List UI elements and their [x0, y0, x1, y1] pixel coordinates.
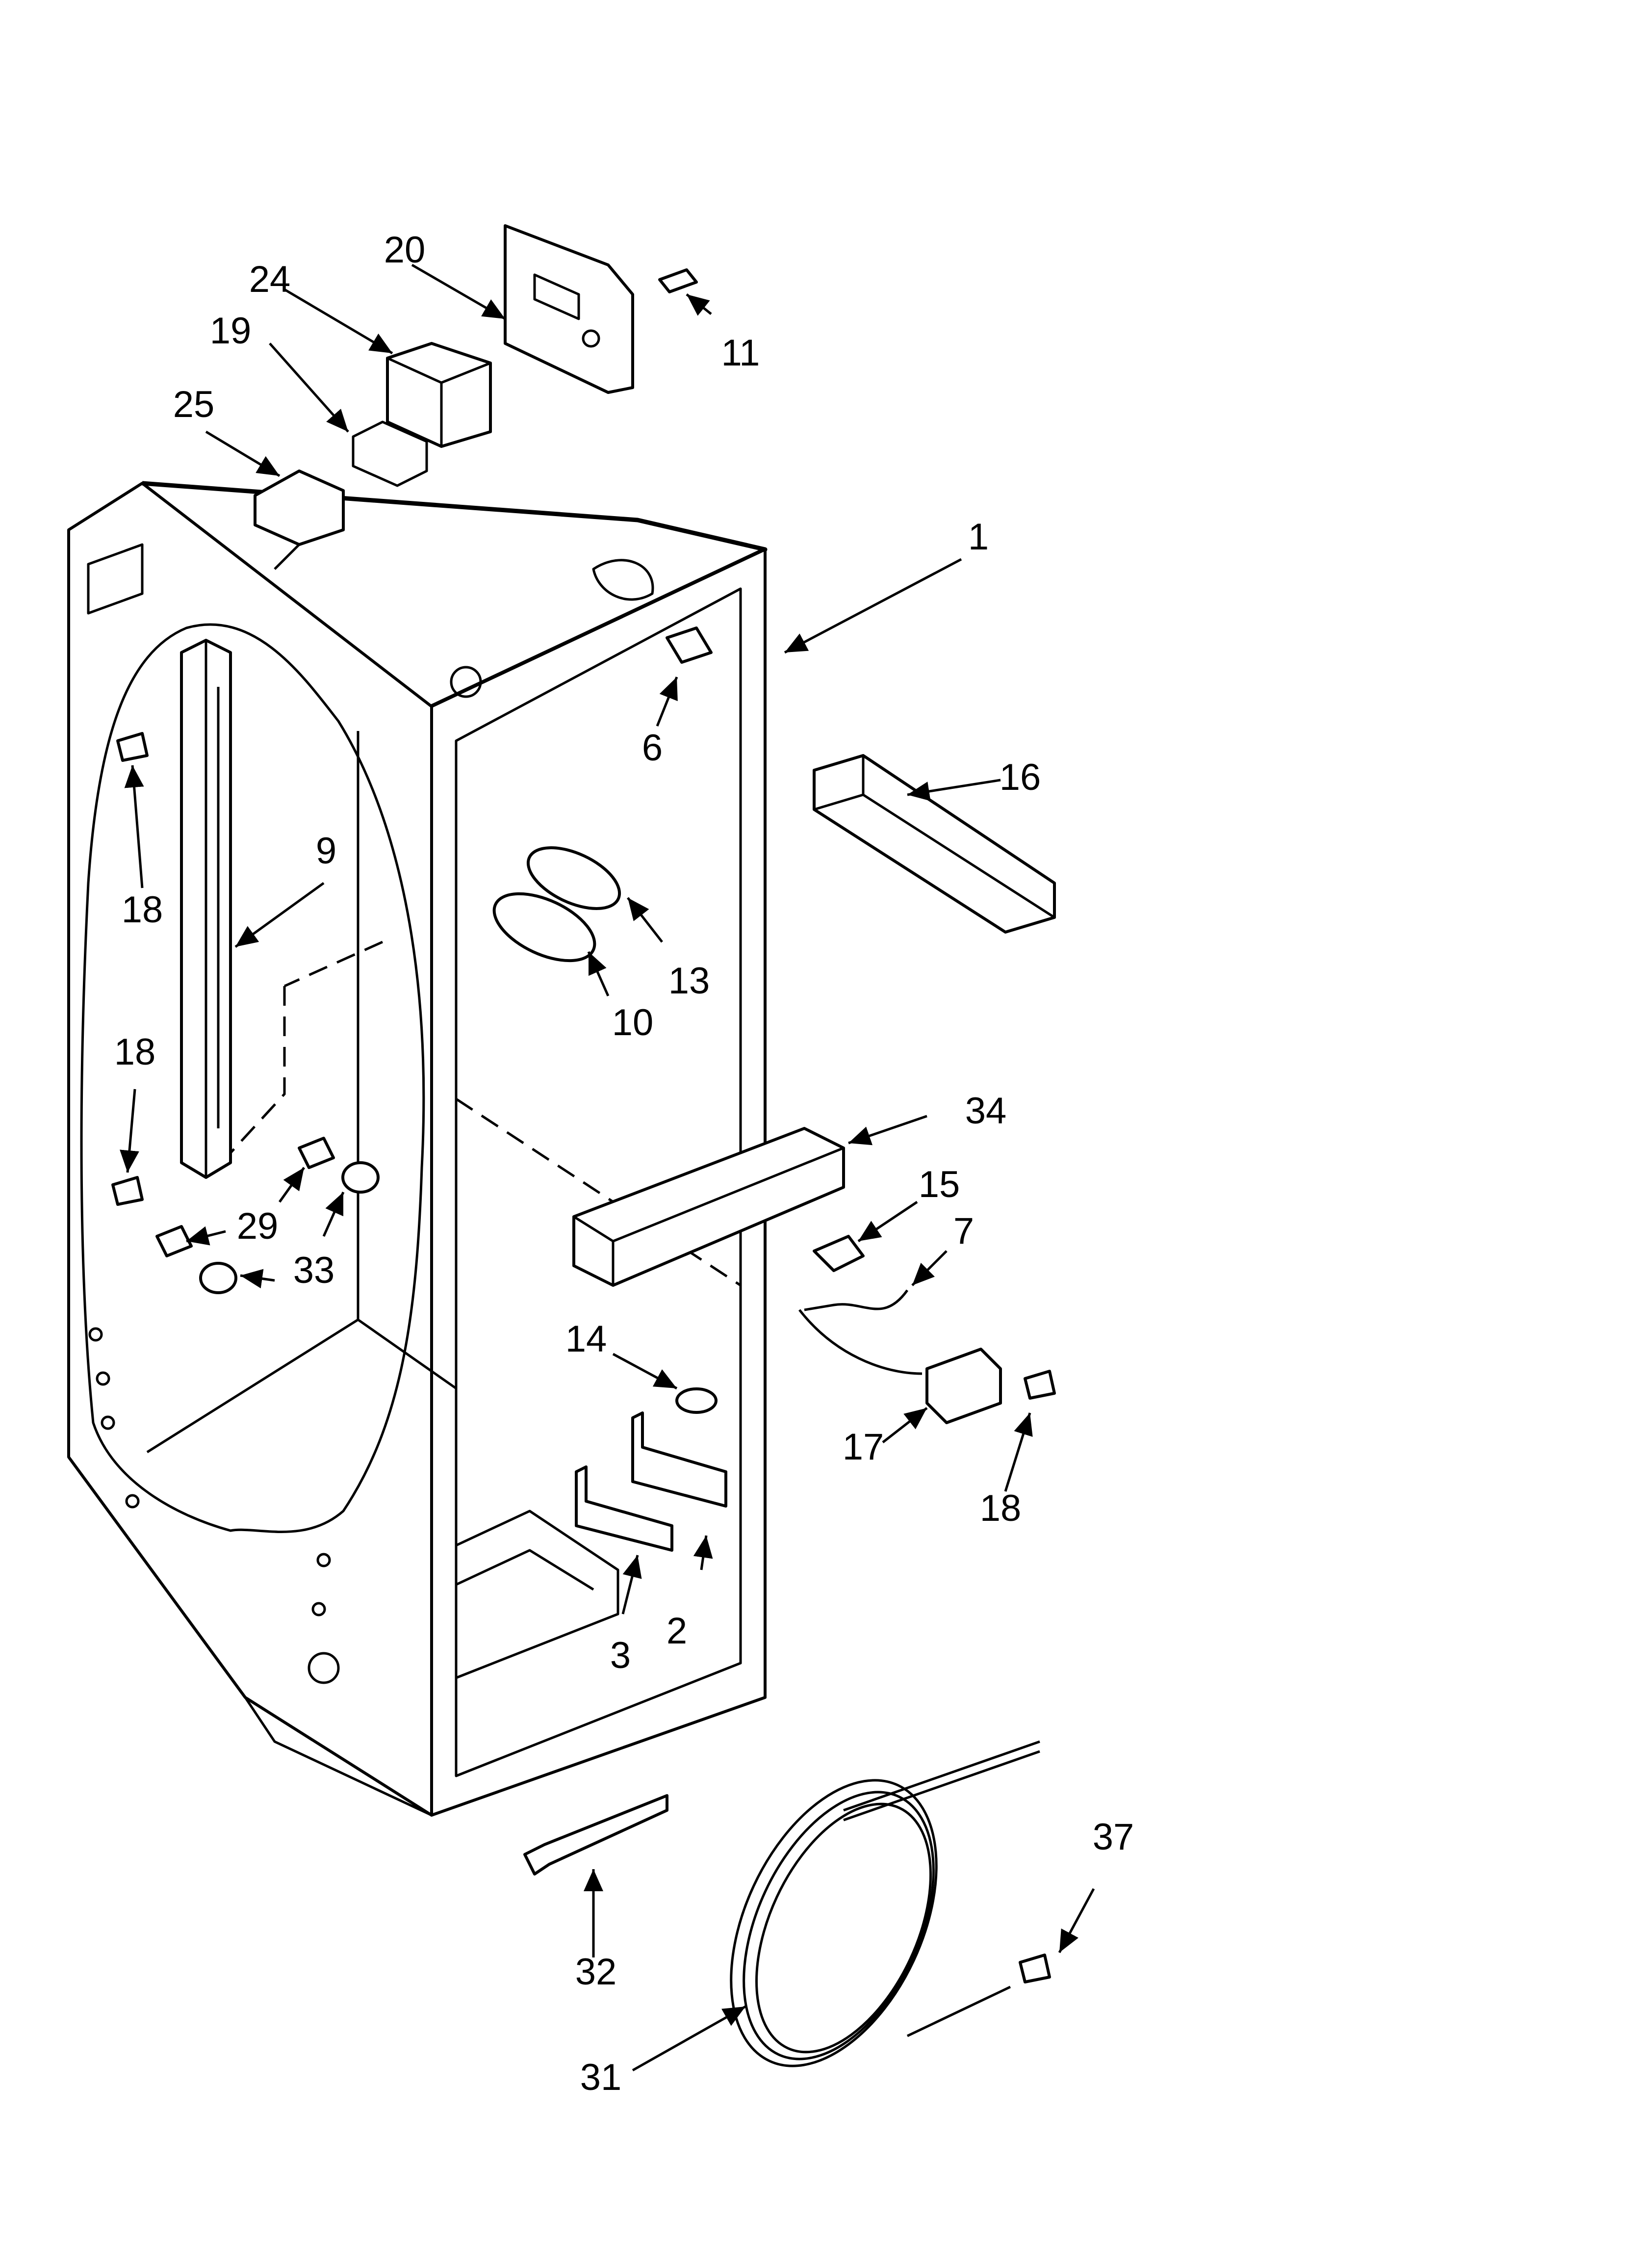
screw-18-right — [1024, 1370, 1056, 1400]
wire-7 — [798, 1289, 923, 1375]
shelf-34 — [572, 1127, 845, 1287]
part-labels: 1 2 3 6 7 9 10 11 13 14 15 16 17 18 18 1… — [114, 229, 1134, 2098]
grommet-14 — [675, 1387, 718, 1414]
screw-37 — [1019, 1954, 1051, 1983]
bezel-10 — [492, 892, 596, 963]
label-part-20: 20 — [384, 229, 426, 271]
label-part-6: 6 — [642, 727, 663, 769]
bulb-33-lower — [199, 1262, 237, 1294]
label-part-33: 33 — [293, 1250, 335, 1291]
bracket-15 — [813, 1235, 865, 1272]
bulb-33-upper — [341, 1161, 380, 1194]
label-part-16: 16 — [1000, 756, 1041, 798]
label-part-32: 32 — [575, 1951, 617, 1993]
label-part-37: 37 — [1093, 1816, 1134, 1858]
socket-29-upper — [298, 1137, 335, 1169]
label-part-11: 11 — [721, 332, 760, 374]
label-part-19: 19 — [210, 310, 252, 352]
label-part-9: 9 — [316, 830, 336, 872]
label-part-34: 34 — [965, 1090, 1007, 1132]
label-part-17: 17 — [843, 1426, 884, 1468]
control-housing-20 — [504, 224, 634, 394]
leader-lines — [120, 263, 1095, 2072]
part-6 — [666, 626, 713, 664]
label-part-2: 2 — [667, 1610, 687, 1652]
cabinet-liner — [67, 481, 768, 1817]
screw-18-lower-left — [111, 1176, 144, 1206]
label-part-10: 10 — [612, 1002, 654, 1043]
switch-25 — [254, 469, 345, 570]
light-housing-17 — [925, 1348, 1002, 1424]
shelf-rail — [180, 639, 232, 1179]
label-part-14: 14 — [565, 1318, 607, 1360]
control-box-24 — [386, 342, 492, 448]
label-part-1: 1 — [968, 516, 989, 558]
label-part-18-right: 18 — [980, 1487, 1022, 1529]
socket-29-lower — [155, 1225, 193, 1257]
label-part-18-lower-left: 18 — [114, 1031, 156, 1073]
label-part-31: 31 — [580, 2057, 622, 2098]
label-part-7: 7 — [953, 1210, 974, 1252]
tubing-coil-31 — [730, 1740, 1040, 2067]
screw-18-upper-left — [116, 732, 149, 762]
label-part-29: 29 — [237, 1205, 279, 1247]
screw-11 — [658, 268, 698, 293]
bracket-2 — [631, 1411, 727, 1508]
trim-16 — [813, 754, 1056, 934]
label-part-24: 24 — [249, 259, 291, 300]
label-part-25: 25 — [173, 384, 215, 425]
grille-13 — [526, 846, 621, 910]
label-part-13: 13 — [668, 960, 710, 1002]
cable-tie-32 — [523, 1794, 668, 1876]
bracket-3 — [575, 1465, 673, 1552]
label-part-3: 3 — [610, 1635, 631, 1676]
label-part-18-upper-left: 18 — [122, 889, 163, 931]
label-part-15: 15 — [919, 1164, 960, 1205]
gasket-19 — [352, 420, 428, 487]
